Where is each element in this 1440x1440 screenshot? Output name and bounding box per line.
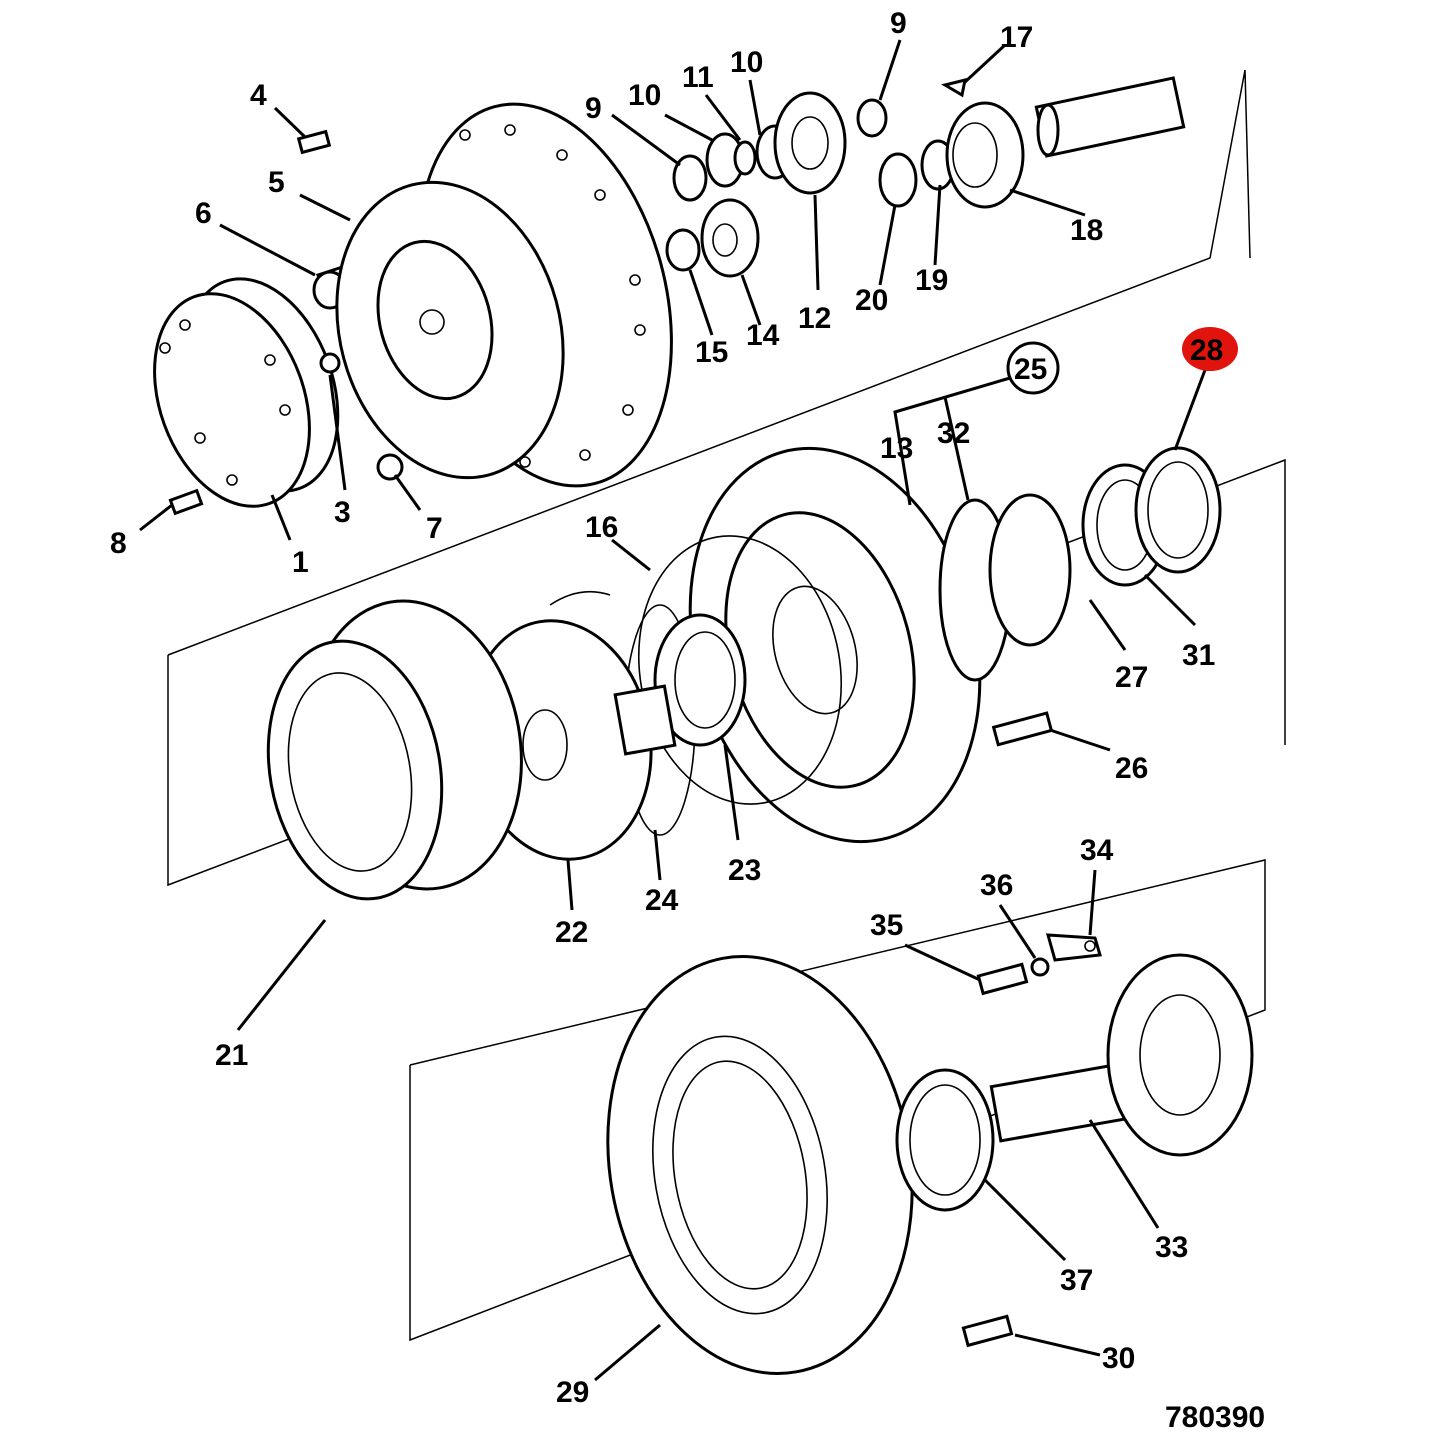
label-15: 15 [695,336,728,369]
label-34: 34 [1080,834,1114,867]
label-33: 33 [1155,1231,1188,1264]
label-20: 20 [855,284,888,317]
label-32: 32 [937,417,970,450]
label-10b: 10 [730,46,763,79]
label-35: 35 [870,909,903,942]
label-25: 25 [1014,353,1047,386]
label-9a: 9 [585,92,602,125]
part-21-ring-gear [266,599,523,901]
label-4: 4 [250,79,267,112]
label-9b: 9 [890,7,907,40]
label-1: 1 [292,546,309,579]
label-27: 27 [1115,661,1148,694]
label-21: 21 [215,1039,248,1072]
label-5: 5 [268,166,285,199]
sensor-bracket-fasteners [976,933,1102,996]
leader-lines [139,39,1207,1382]
label-16: 16 [585,511,618,544]
drawing-number: 780390 [1165,1401,1265,1434]
label-6: 6 [195,197,212,230]
label-29: 29 [556,1376,589,1409]
label-30: 30 [1102,1342,1135,1375]
label-8: 8 [110,527,127,560]
part-5-planet-housing [335,102,673,488]
label-3: 3 [334,496,351,529]
label-37: 37 [1060,1264,1093,1297]
label-31: 31 [1182,639,1215,672]
label-17: 17 [1000,21,1033,54]
label-11: 11 [682,61,714,94]
label-13: 13 [880,432,913,465]
label-36: 36 [980,869,1013,902]
label-10a: 10 [628,79,661,112]
part-29-brake-disc [606,955,914,1375]
label-24: 24 [645,884,679,917]
label-14: 14 [746,319,780,352]
callout-highlight-28 [1182,327,1238,371]
label-23: 23 [728,854,761,887]
callout-circle-25 [1006,341,1060,395]
upper-gear-train [665,76,1186,278]
label-28: 28 [1190,334,1223,367]
label-12: 12 [798,302,831,335]
label-19: 19 [915,264,948,297]
label-18: 18 [1070,214,1103,247]
label-26: 26 [1115,752,1148,785]
label-7: 7 [426,512,443,545]
label-22: 22 [555,916,588,949]
part-labels: 1 3 4 5 6 7 8 9 9 10 10 11 12 13 14 15 1… [110,7,1265,1434]
stub-axle-assembly [895,953,1254,1348]
part-13-wheel-hub [688,446,1222,844]
